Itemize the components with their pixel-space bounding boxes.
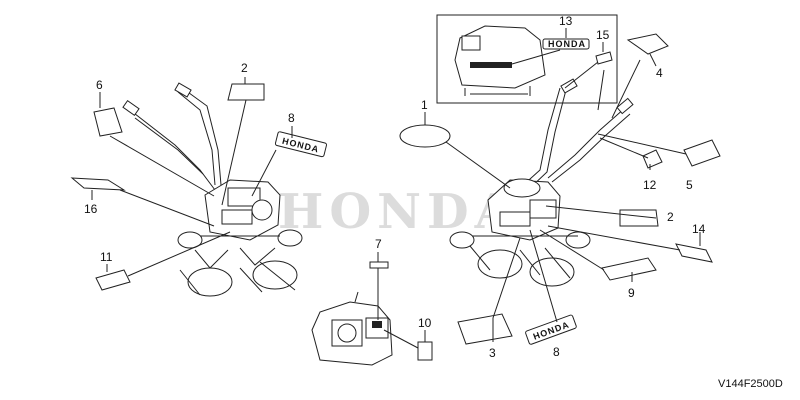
callout-2-left: 2	[241, 61, 248, 75]
callout-12: 12	[643, 178, 657, 192]
callout-16: 16	[84, 202, 98, 216]
label-part-4	[626, 33, 669, 55]
label-part-10	[417, 341, 433, 361]
callout-10: 10	[418, 316, 432, 330]
label-part-5	[683, 139, 721, 167]
callout-9: 9	[628, 286, 635, 300]
left-tiller-illustration	[122, 82, 303, 297]
label-part-12	[642, 149, 663, 169]
label-part-2-right	[619, 209, 659, 227]
label-part-3	[457, 313, 513, 345]
label-part-15	[595, 51, 613, 65]
leader-lines	[91, 28, 701, 349]
callout-5: 5	[686, 178, 693, 192]
brand-text-13: HONDA	[548, 39, 586, 49]
label-part-1	[399, 124, 451, 148]
label-part-13: HONDA	[542, 38, 590, 50]
callout-6: 6	[96, 78, 103, 92]
right-tiller-illustration	[449, 59, 641, 287]
label-part-9	[601, 257, 657, 281]
engine-illustration	[311, 291, 393, 366]
callout-8-right: 8	[553, 345, 560, 359]
label-part-2-left	[227, 83, 265, 101]
label-part-7	[369, 261, 389, 269]
label-part-14	[675, 243, 713, 263]
callout-14: 14	[692, 222, 706, 236]
engine-label-patch	[372, 321, 382, 328]
watermark-text: HONDA	[278, 184, 518, 240]
callout-7: 7	[375, 237, 382, 251]
inset-frame	[436, 14, 618, 104]
label-part-8-left: HONDA	[274, 131, 327, 158]
callout-13: 13	[559, 14, 573, 28]
label-part-8-right: HONDA	[525, 314, 577, 345]
callout-4: 4	[656, 66, 663, 80]
inset-engine-illustration	[454, 25, 546, 96]
label-part-16	[70, 177, 126, 191]
callout-15: 15	[596, 28, 610, 42]
callout-11: 11	[100, 250, 113, 264]
callout-1: 1	[421, 98, 428, 112]
callout-8-left: 8	[288, 111, 295, 125]
diagram-code: V144F2500D	[718, 378, 783, 390]
label-part-11	[95, 269, 131, 291]
label-part-6	[93, 107, 123, 137]
callout-2-right: 2	[667, 210, 674, 224]
callout-3: 3	[489, 346, 496, 360]
